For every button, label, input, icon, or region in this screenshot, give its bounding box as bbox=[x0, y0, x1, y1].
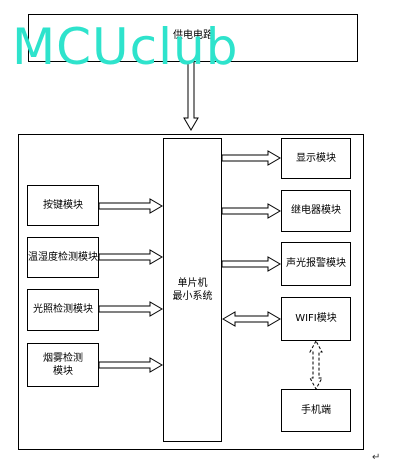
smoke-to-mcu-arrow bbox=[98, 357, 163, 373]
wifi-module-label: WIFI模块 bbox=[295, 313, 337, 325]
system-frame bbox=[18, 134, 364, 450]
light-module-box: 光照检测模块 bbox=[27, 289, 99, 331]
power-supply-label: 供电电路 bbox=[173, 30, 213, 41]
phone-label: 手机端 bbox=[301, 404, 331, 416]
relay-module-box: 继电器模块 bbox=[281, 190, 351, 232]
temp-humidity-module-box: 温湿度检测模块 bbox=[27, 237, 99, 278]
power-supply-box: 供电电路 bbox=[28, 14, 358, 62]
key-to-mcu-arrow bbox=[98, 198, 163, 214]
temp-to-mcu-arrow bbox=[98, 249, 163, 265]
smoke-module-box: 烟雾检测 模块 bbox=[27, 343, 99, 387]
light-module-label: 光照检测模块 bbox=[33, 304, 93, 316]
alarm-module-box: 声光报警模块 bbox=[281, 242, 351, 286]
mcu-label-line2: 最小系统 bbox=[172, 291, 213, 302]
wifi-phone-dashed-link bbox=[309, 339, 323, 391]
wifi-module-box: WIFI模块 bbox=[281, 297, 351, 341]
display-module-label: 显示模块 bbox=[296, 152, 336, 164]
smoke-module-label-line1: 烟雾检测 bbox=[43, 352, 83, 364]
relay-module-label: 继电器模块 bbox=[291, 205, 341, 217]
mcu-to-relay-arrow bbox=[221, 203, 281, 219]
mcuclub-watermark: MCUclub bbox=[12, 18, 239, 76]
power-to-frame-arrow bbox=[183, 62, 199, 131]
temp-humidity-module-label: 温湿度检测模块 bbox=[28, 251, 98, 263]
smoke-module-label-line2: 模块 bbox=[53, 366, 73, 377]
alarm-module-label: 声光报警模块 bbox=[286, 258, 346, 270]
phone-box: 手机端 bbox=[281, 389, 351, 432]
mcu-label-line1: 单片机 bbox=[177, 277, 208, 289]
paragraph-return-mark: ↵ bbox=[372, 452, 381, 463]
mcu-box: 单片机 最小系统 bbox=[163, 138, 222, 442]
key-module-label: 按键模块 bbox=[43, 199, 83, 211]
display-module-box: 显示模块 bbox=[281, 138, 351, 179]
mcu-wifi-bidirectional-arrow bbox=[222, 311, 281, 327]
mcu-to-alarm-arrow bbox=[221, 256, 281, 272]
mcu-to-display-arrow bbox=[221, 150, 281, 166]
key-module-box: 按键模块 bbox=[27, 185, 99, 226]
light-to-mcu-arrow bbox=[98, 301, 163, 317]
